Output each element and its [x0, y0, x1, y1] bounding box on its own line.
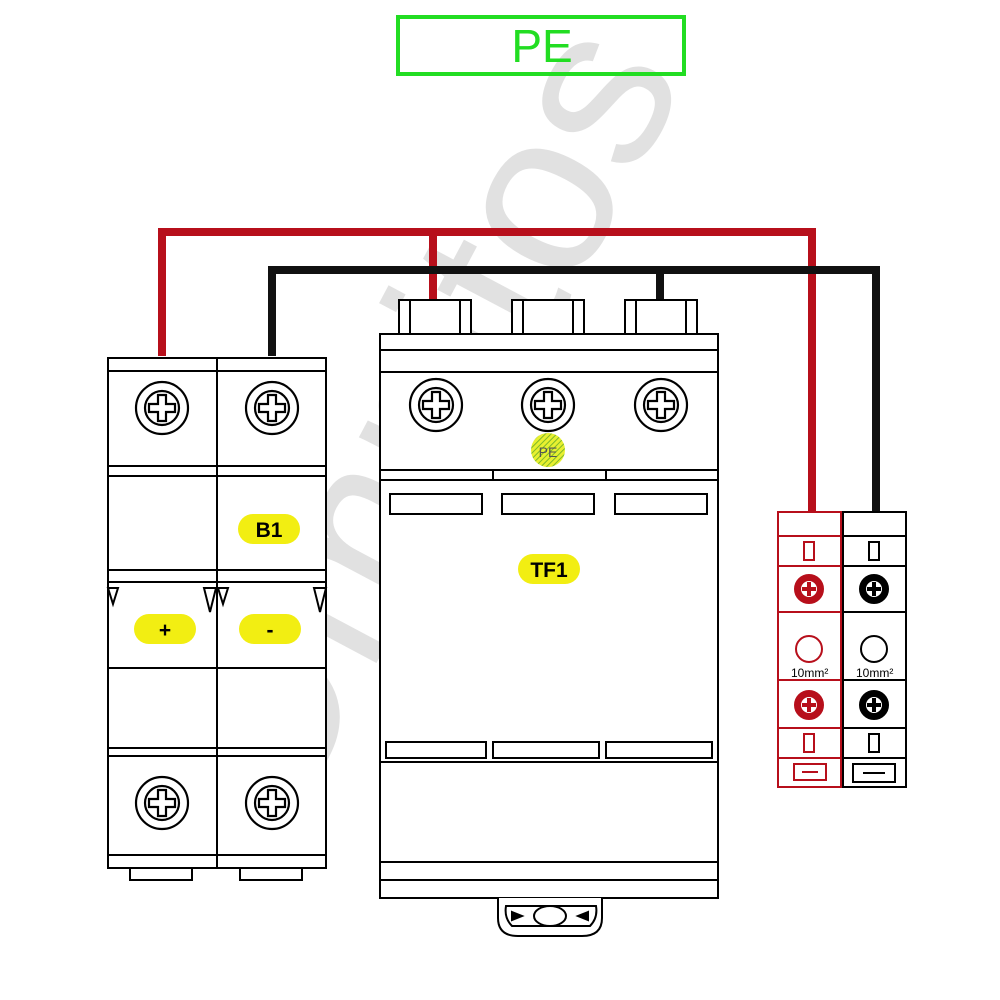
page-title: PE — [511, 20, 572, 72]
pe-badge: PE — [531, 433, 565, 467]
spd-label: TF1 — [530, 559, 568, 582]
breaker-badges: B1 + - — [134, 514, 301, 644]
terminal-block-red — [777, 511, 842, 788]
screw-icon — [134, 380, 190, 436]
screw-icon — [520, 377, 576, 433]
screw-icon — [794, 690, 824, 720]
minus-label: - — [267, 619, 274, 642]
screw-icon — [633, 377, 689, 433]
wire-negative — [268, 266, 880, 512]
breaker-label: B1 — [256, 519, 283, 542]
screw-icon — [244, 380, 300, 436]
spd-screws — [408, 377, 689, 433]
screw-icon — [859, 690, 889, 720]
screw-icon — [244, 775, 300, 831]
plus-label: + — [159, 619, 171, 642]
terminal-red-size: 10mm² — [791, 666, 828, 680]
screw-icon — [134, 775, 190, 831]
screw-icon — [408, 377, 464, 433]
screw-icon — [859, 574, 889, 604]
terminal-black-size: 10mm² — [856, 666, 893, 680]
breaker-screws — [134, 380, 300, 831]
pe-badge-label: PE — [539, 444, 558, 460]
spd-badge: TF1 — [518, 554, 580, 584]
title-box: PE — [396, 15, 686, 76]
screw-icon — [794, 574, 824, 604]
terminal-block-black — [842, 511, 907, 788]
